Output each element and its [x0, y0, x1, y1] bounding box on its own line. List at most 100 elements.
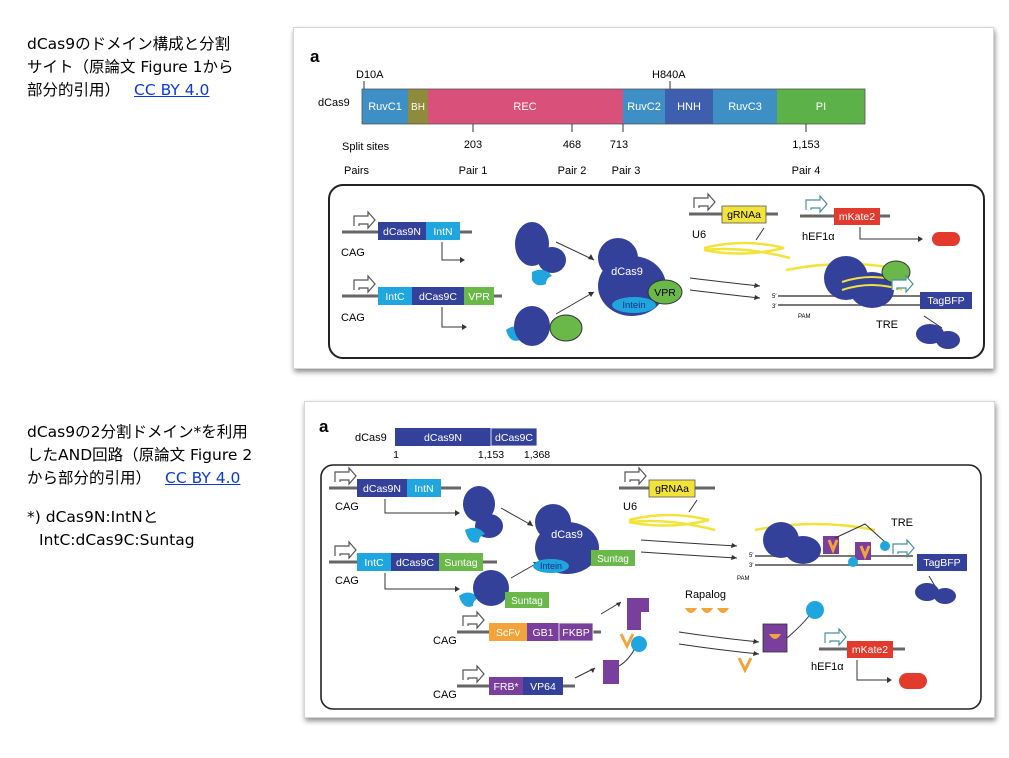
- segment-dcas9c-label: dCas9C: [495, 432, 533, 444]
- rapalog-icon: [685, 608, 697, 613]
- gene-vpr: [464, 287, 494, 305]
- gene-intc: [357, 553, 391, 571]
- expression-arrow: [856, 660, 887, 681]
- fig2-promoter-cag-1: CAG: [335, 501, 359, 513]
- fig2-construct-dcas9n-intn: dCas9N IntN CAG: [329, 466, 461, 516]
- fig2-promoter-u6: U6: [623, 501, 637, 513]
- rapalog-icon: [769, 634, 781, 639]
- fig2-scfv-protein: [619, 598, 649, 650]
- figure2-panel-letter: a: [319, 417, 329, 436]
- caption1-line3: 部分的引用）: [27, 81, 121, 99]
- strand-3prime: 3′: [749, 563, 754, 569]
- domain-label-bh: BH: [411, 102, 425, 113]
- gene-grnaa: [648, 479, 696, 498]
- gene-intc-label: IntC: [385, 291, 405, 303]
- fig2-mkate2-construct: mKate2 hEF1α: [811, 627, 927, 689]
- scfv-domain: [619, 633, 635, 650]
- gene-dcas9c: [412, 287, 464, 305]
- caption1-line3-row: 部分的引用） CC BY 4.0: [27, 79, 234, 102]
- suntag-box: [591, 550, 635, 566]
- tre-label: TRE: [876, 319, 898, 331]
- figure1-panel-letter: a: [310, 47, 320, 66]
- gene-dcas9n-label: dCas9N: [383, 226, 421, 238]
- arrowhead-icon: [455, 510, 460, 516]
- complex-label: dCas9: [611, 266, 643, 278]
- complex-vpr-label: VPR: [654, 287, 676, 299]
- promoter-arrow-icon: [891, 274, 914, 294]
- pair-3: Pair 3: [612, 165, 641, 177]
- split-site-203: 203: [464, 139, 482, 151]
- fig2-promoter-hef1a: hEF1α: [811, 661, 844, 673]
- grna-strand: [703, 241, 791, 260]
- intn-domain-icon: [532, 269, 552, 286]
- dcas9n-lobe: [463, 486, 495, 522]
- tagbfp-protein: [915, 583, 939, 601]
- fig2-intein-label: Intein: [540, 561, 562, 571]
- promoter-arrow-icon: [334, 466, 357, 486]
- gene-vp64: [523, 677, 563, 695]
- footnote-line2: IntC:dCas9C:Suntag: [39, 531, 195, 549]
- gene-intn: [426, 222, 460, 240]
- domain-bh: [408, 89, 428, 124]
- fig2-dimer-complex: [737, 601, 824, 674]
- license-link-2[interactable]: CC BY 4.0: [165, 469, 241, 487]
- domain-ruvc2: [623, 89, 665, 124]
- footnote-line1: *) dCas9N:IntNと: [27, 508, 159, 526]
- domain-label-ruvc3: RuvC3: [728, 101, 762, 113]
- promoter-arrow-icon: [824, 627, 847, 647]
- protein-label: dCas9: [318, 97, 350, 109]
- domain-ruvc3: [713, 89, 777, 124]
- fig2-construct-intc-dcas9c-suntag: IntC dCas9C Suntag CAG: [329, 540, 497, 592]
- arrowhead-icon: [462, 324, 467, 330]
- suntag-linker: [834, 523, 886, 543]
- license-link-1[interactable]: CC BY 4.0: [134, 81, 210, 99]
- fig2-complex-label: dCas9: [551, 529, 583, 541]
- arrowhead-icon: [731, 555, 737, 560]
- gene-scfv: [489, 623, 527, 641]
- gene-intn: [407, 479, 441, 497]
- tick-1: 1: [393, 449, 399, 461]
- promoter-cag-1: CAG: [341, 247, 365, 259]
- vpr-domain-icon: [549, 314, 583, 342]
- gene-tagbfp: [920, 292, 972, 309]
- dcas9c-fragment: [506, 306, 583, 346]
- split-sites-label: Split sites: [342, 141, 390, 153]
- arrowhead-icon: [918, 236, 923, 242]
- figure1-panel: a D10A H840A dCas9 RuvC1 BH REC RuvC2 HN…: [293, 27, 994, 369]
- segment-dcas9n: [395, 428, 491, 446]
- domain-label-ruvc1: RuvC1: [368, 101, 402, 113]
- gene-intn-label: IntN: [433, 226, 452, 238]
- suntag-box: [505, 592, 549, 608]
- promoter-u6: U6: [692, 229, 706, 241]
- domain-label-pi: PI: [816, 101, 826, 113]
- tagbfp-protein: [936, 331, 960, 349]
- arrowhead-icon: [588, 254, 594, 260]
- construct-intc-dcas9c-vpr: IntC dCas9C VPR CAG: [341, 274, 502, 330]
- promoter-arrow-icon: [693, 192, 716, 212]
- gene-fkbp: [558, 622, 594, 642]
- gene-frb: [489, 677, 523, 695]
- domain-label-hnh: HNH: [677, 101, 701, 113]
- caption2-line3-row: から部分的引用）CC BY 4.0: [27, 467, 252, 490]
- gene-dcas9c-label: dCas9C: [419, 291, 457, 303]
- promoter-arrow-icon: [462, 610, 485, 630]
- tick-1153: 1,153: [478, 449, 504, 461]
- pairs-label: Pairs: [344, 165, 370, 177]
- promoter-arrow-icon: [892, 538, 915, 558]
- gene-intc: [378, 287, 412, 305]
- fig2-grna-construct: gRNAa U6: [619, 466, 716, 532]
- gene-fkbp-label: FKBP: [562, 627, 589, 639]
- arrowhead-icon: [616, 602, 621, 607]
- pam-label: PAM: [798, 314, 811, 320]
- gene-grnaa: [721, 205, 767, 224]
- binding-arrow: [640, 539, 738, 547]
- gene-gb1: [527, 623, 559, 641]
- fig2-circuit-box: [320, 464, 982, 710]
- transcription-arrow: [755, 227, 765, 241]
- arrowhead-icon: [754, 295, 760, 300]
- dcas9c-lobe: [514, 306, 550, 346]
- strand-5prime: 5′: [749, 553, 754, 559]
- expression-arrow: [928, 575, 936, 587]
- caption-figure2: dCas9の2分割ドメイン*を利用 したAND回路（原論文 Figure 2 か…: [27, 421, 252, 552]
- gene-intc-label: IntC: [364, 557, 384, 569]
